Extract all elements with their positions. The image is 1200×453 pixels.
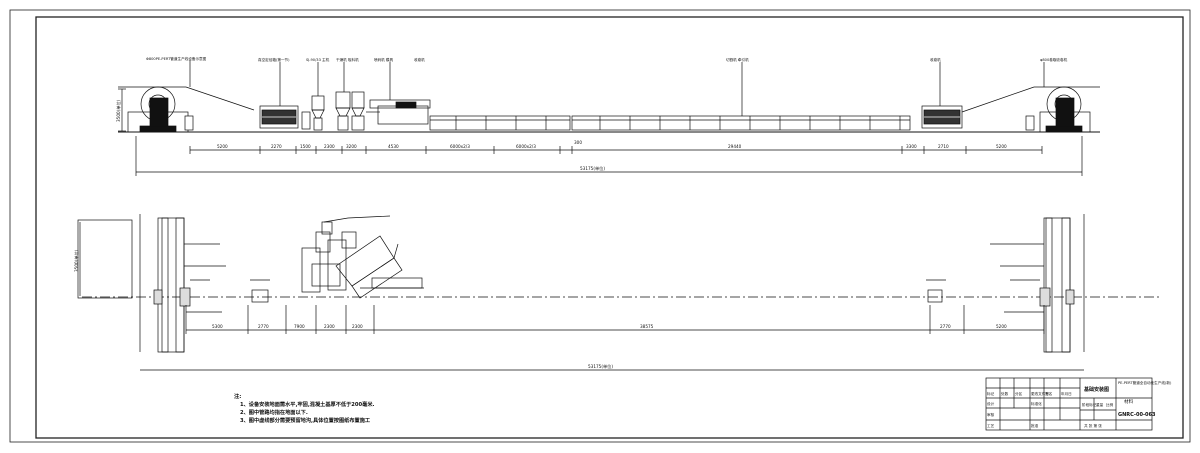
tb-scale: 比例 [1106,402,1114,407]
tb-design: 设计 [987,401,995,406]
dim-side-height: 3500(单位) [115,99,122,122]
dim-side-6: 4530 [388,144,399,149]
inner-frame [35,16,1184,439]
notes: 注: 1、设备安装地面需水平,牢固,混凝土基厚不低于200毫米. 2、图中管路均… [234,392,375,424]
dim-side-4: 2300 [324,144,335,149]
tb-date: 年月日 [1061,391,1072,396]
dim-side-1: 5200 [217,144,228,149]
label-1: Φ800PE-PERT管道生产线设备示意图 [146,56,207,61]
dim-plan-4: 2300 [324,324,335,329]
dim-side-8: 6000x2/3 [516,144,536,149]
note-line-2: 2、图中管路均指在地面以下. [240,408,308,416]
tb-qty: 处数 [1001,391,1009,396]
tb-sheet: 共 张 第 张 [1084,423,1102,428]
right-winder [961,86,1100,133]
dim-plan-8: 5200 [996,324,1007,329]
cooling-line [429,115,911,131]
notes-heading: 注: [234,392,241,400]
dim-plan-5: 2300 [352,324,363,329]
label-6: 收卷机 [414,57,425,62]
title-block [985,377,1153,431]
tb-approve: 批准 [1031,423,1039,428]
dim-plan-2: 2770 [258,324,269,329]
tb-change: 更改文件号 [1031,391,1049,396]
dim-side-10: 29440 [728,144,742,149]
tb-sign: 签名 [1045,391,1053,396]
dim-side-12: 2710 [938,144,949,149]
label-3: SJ-90/33 主机 [306,57,330,62]
tb-company: PE-PERT管道全自动化生产线(新) [1118,380,1172,385]
tb-std: 标准化 [1031,401,1042,406]
extruder-group [301,91,431,131]
label-4: 干燥机 吸料机 [336,57,359,62]
note-line-3: 3、图中虚线部分需要预留地沟,具体位置按图纸布置施工 [240,416,371,424]
dim-side-7: 6000x2/3 [450,144,470,149]
dim-side-13: 5200 [996,144,1007,149]
right-haul-off [921,105,963,129]
plan-view [77,214,1160,371]
tb-weight: 重量 [1096,402,1104,407]
dim-side-3: 1500 [300,144,311,149]
dim-side-9: 300 [574,140,582,145]
left-winder [118,86,255,133]
dim-side-total: 53175(单位) [580,165,605,172]
label-9: φ800卷取收卷机 [1040,57,1068,62]
tb-stage: 阶段标记 [1082,402,1097,407]
side-elevation-view [118,60,1100,176]
dim-plan-7: 2770 [940,324,951,329]
outer-frame [9,9,1191,443]
dim-side-5: 3200 [346,144,357,149]
dim-plan-3: 7900 [294,324,305,329]
tb-check: 审核 [987,412,995,417]
label-7: 切割机 牵引机 [726,57,749,62]
left-haul-off [259,105,299,129]
tb-drawing-no: GNRC-00-063 [1118,412,1156,418]
tb-zone: 分区 [1015,391,1023,396]
note-line-1: 1、设备安装地面需水平,牢固,混凝土基厚不低于200毫米. [240,400,375,408]
dim-plan-height: 3500(单位) [73,249,80,272]
label-8: 收卷机 [930,57,941,62]
dim-plan-1: 5300 [212,324,223,329]
tb-material: 材料 [1124,398,1134,405]
tb-drawing-title: 基础安装图 [1083,386,1109,393]
tb-mark: 标记 [987,391,995,396]
label-2: 真空定径箱(第一节) [258,57,290,62]
dim-plan-6: 38575 [640,324,654,329]
tb-process: 工艺 [987,423,995,428]
dim-plan-total: 53175(单位) [588,363,613,370]
dim-side-11: 3300 [906,144,917,149]
dim-side-2: 2270 [271,144,282,149]
label-5: 喷码机 模具 [374,57,394,62]
